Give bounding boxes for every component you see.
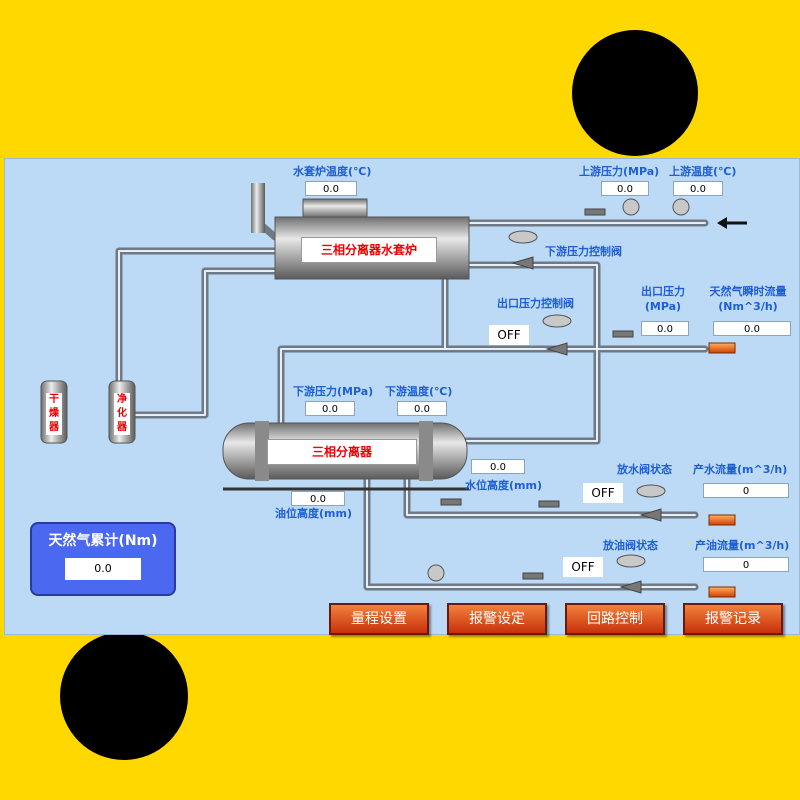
top-right-circle [572,30,698,156]
gas-total-box: 天然气累计(Nm) 0.0 [30,522,176,596]
downstream-pressure-value: 0.0 [305,401,355,416]
oil-valve-label: 放油阀状态 [603,539,658,552]
oil-level-value: 0.0 [291,491,345,506]
bottom-left-circle [60,632,188,760]
gas-total-value: 0.0 [65,558,141,580]
loop-control-button[interactable]: 回路控制 [565,603,665,635]
downstream-temp-label: 下游温度(℃) [385,385,453,398]
gas-flow-label-line1: 天然气瞬时流量 [709,285,787,298]
outlet-pressure-label: 出口压力 (MPa) [635,285,691,313]
oil-valve-state[interactable]: OFF [563,557,603,577]
upstream-pressure-label: 上游压力(MPa) [579,165,660,178]
jacket-temp-value: 0.0 [305,181,357,196]
downstream-temp-value: 0.0 [397,401,447,416]
separator-label: 三相分离器 [267,439,417,465]
water-level-value: 0.0 [471,459,525,474]
purifier-label: 净化器 [114,393,130,435]
downstream-valve-label: 下游压力控制阀 [545,245,622,258]
oil-level-label: 油位高度(mm) [275,507,352,520]
drain-valve-state[interactable]: OFF [583,483,623,503]
dryer-label: 干燥器 [46,393,62,435]
gas-flow-label: 天然气瞬时流量 (Nm^3/h) [703,285,793,313]
oil-flow-label: 产油流量(m^3/h) [695,539,790,552]
downstream-pressure-label: 下游压力(MPa) [293,385,374,398]
drain-valve-label: 放水阀状态 [617,463,672,476]
gas-total-label: 天然气累计(Nm) [48,533,158,549]
water-jacket-furnace-label: 三相分离器水套炉 [301,237,437,263]
gas-flow-value: 0.0 [713,321,791,336]
outlet-pressure-label-line2: (MPa) [644,300,682,313]
outlet-pressure-value: 0.0 [641,321,689,336]
upstream-pressure-value: 0.0 [601,181,649,196]
outlet-valve-state[interactable]: OFF [489,325,529,345]
outlet-pressure-label-line1: 出口压力 [641,285,685,298]
alarm-settings-button[interactable]: 报警设定 [447,603,547,635]
jacket-temp-label: 水套炉温度(℃) [293,165,372,178]
water-level-label: 水位高度(mm) [465,479,542,492]
water-flow-value: 0 [703,483,789,498]
outlet-valve-label: 出口压力控制阀 [497,297,574,310]
upstream-temp-value: 0.0 [673,181,723,196]
upstream-temp-label: 上游温度(℃) [669,165,737,178]
gas-flow-label-line2: (Nm^3/h) [718,300,778,313]
alarm-records-button[interactable]: 报警记录 [683,603,783,635]
water-flow-label: 产水流量(m^3/h) [693,463,788,476]
oil-flow-value: 0 [703,557,789,572]
range-settings-button[interactable]: 量程设置 [329,603,429,635]
